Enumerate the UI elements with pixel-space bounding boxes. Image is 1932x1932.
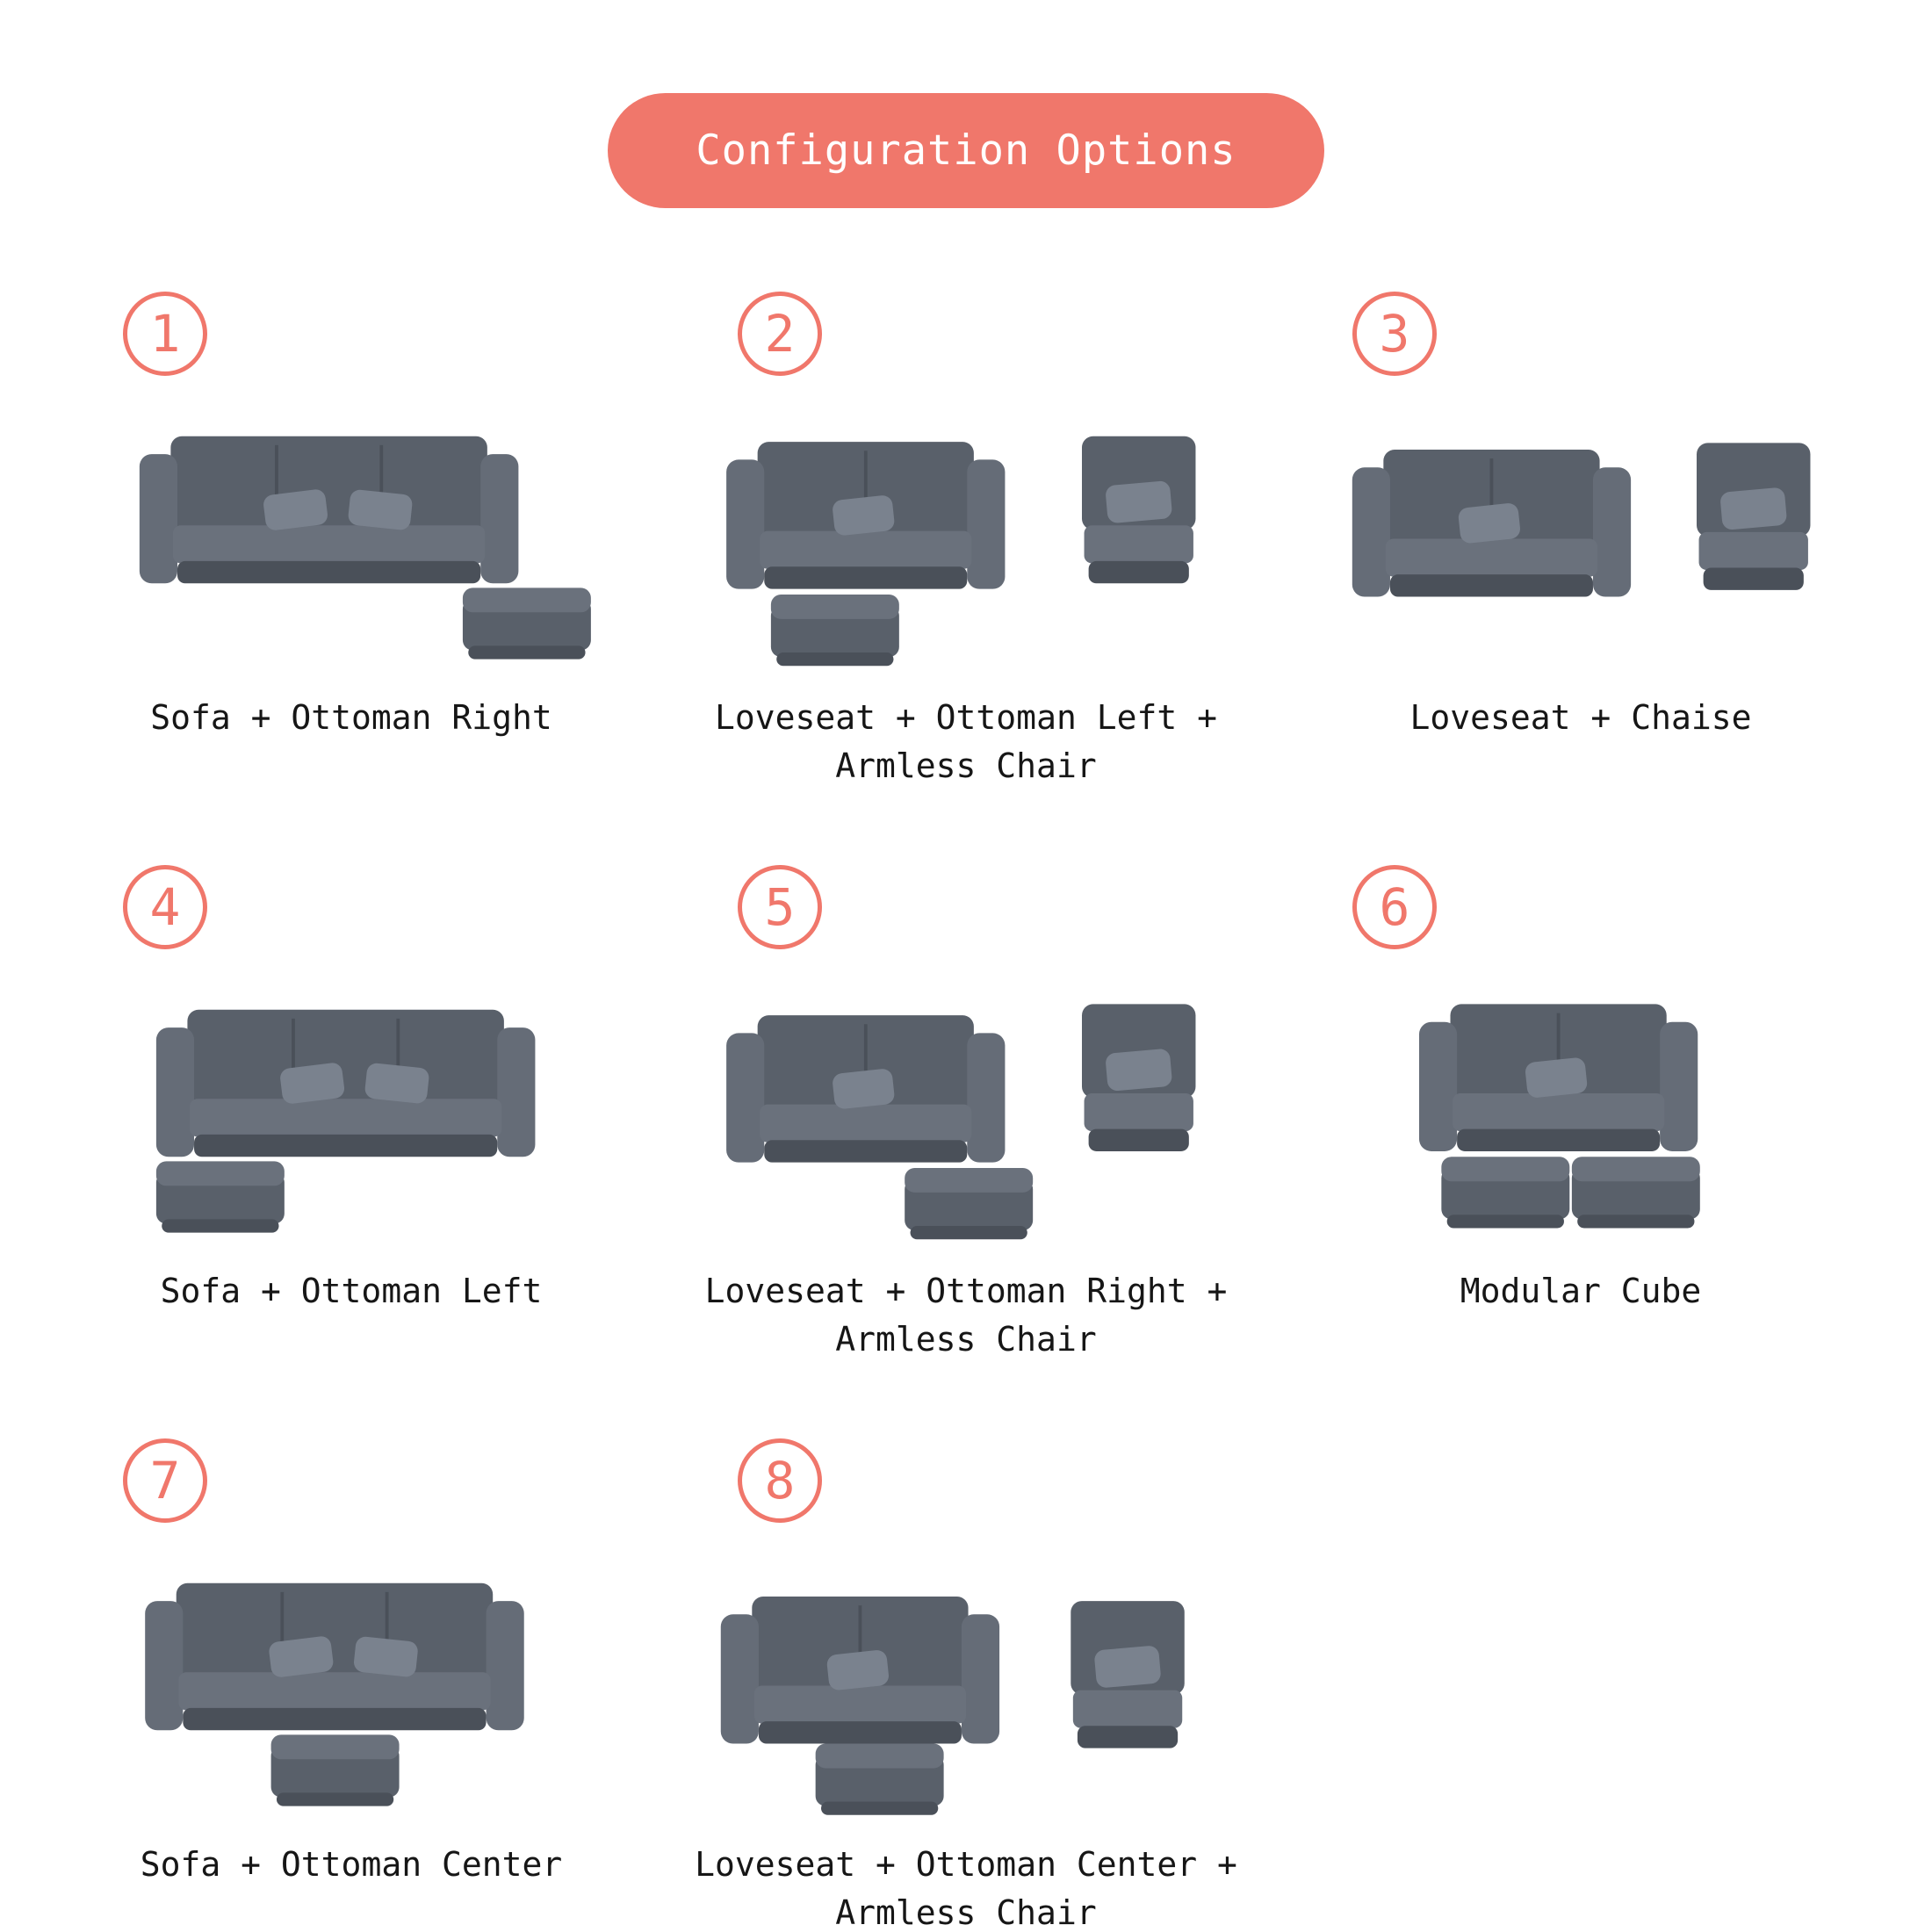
config-number-badge: 5 <box>738 865 822 950</box>
modular-cube-illustration <box>1417 1002 1700 1229</box>
header-pill: Configuration Options <box>608 93 1324 208</box>
config-caption: Loveseat + Ottoman Center + Armless Chai… <box>695 1845 1237 1932</box>
loveseat-chaise-illustration <box>1350 443 1811 599</box>
config-card-6: 6 Modular Cube <box>1291 865 1871 1316</box>
config-caption: Loveseat + Ottoman Left + Armless Chair <box>715 698 1217 786</box>
config-number-badge: 4 <box>123 865 207 950</box>
config-number: 5 <box>764 877 796 938</box>
config-number: 4 <box>149 877 181 938</box>
config-number-badge: 6 <box>1352 865 1437 950</box>
sofa-ottoman-right-illustration <box>137 434 591 660</box>
config-number: 6 <box>1379 877 1410 938</box>
config-number: 7 <box>149 1451 181 1511</box>
config-card-1: 1 Sofa + Ottoman Right <box>61 292 641 742</box>
config-card-7: 7 Sofa + Ottoman Center <box>61 1438 641 1889</box>
loveseat-ottoman-right-armless-chair-illustration <box>724 1004 1196 1240</box>
sofa-ottoman-center-illustration <box>143 1582 526 1806</box>
config-card-8: 8 Loveseat + Ottoman Center + Armless Ch… <box>676 1438 1256 1932</box>
config-caption: Sofa + Ottoman Right <box>150 698 552 737</box>
config-card-4: 4 Sofa + Ottoman Left <box>61 865 641 1316</box>
config-number: 8 <box>764 1451 796 1511</box>
configuration-grid: 1 Sofa + Ottoman Right 2 Loveseat + Otto… <box>0 208 1932 1932</box>
config-number-badge: 8 <box>738 1438 822 1524</box>
config-card-2: 2 Loveseat + Ottoman Left + Armless Chai… <box>676 292 1256 790</box>
config-number: 2 <box>764 304 796 364</box>
config-number: 3 <box>1379 304 1410 364</box>
header: Configuration Options <box>0 0 1932 208</box>
config-number-badge: 2 <box>738 292 822 376</box>
config-number-badge: 1 <box>123 292 207 376</box>
config-number-badge: 3 <box>1352 292 1437 376</box>
page-title: Configuration Options <box>696 126 1236 175</box>
config-caption: Loveseat + Ottoman Right + Armless Chair <box>704 1272 1228 1359</box>
config-caption: Sofa + Ottoman Left <box>160 1272 543 1311</box>
sofa-ottoman-left-illustration <box>154 1008 537 1233</box>
loveseat-ottoman-center-armless-chair-illustration <box>718 1595 1185 1816</box>
config-card-5: 5 Loveseat + Ottoman Right + Armless Cha… <box>676 865 1256 1364</box>
config-number-badge: 7 <box>123 1438 207 1524</box>
config-caption: Loveseat + Chaise <box>1409 698 1752 737</box>
config-caption: Modular Cube <box>1460 1272 1702 1311</box>
loveseat-ottoman-left-armless-chair-illustration <box>724 436 1196 667</box>
config-card-3: 3 Loveseat + Chaise <box>1291 292 1871 742</box>
config-number: 1 <box>149 304 181 364</box>
config-caption: Sofa + Ottoman Center <box>140 1845 563 1885</box>
